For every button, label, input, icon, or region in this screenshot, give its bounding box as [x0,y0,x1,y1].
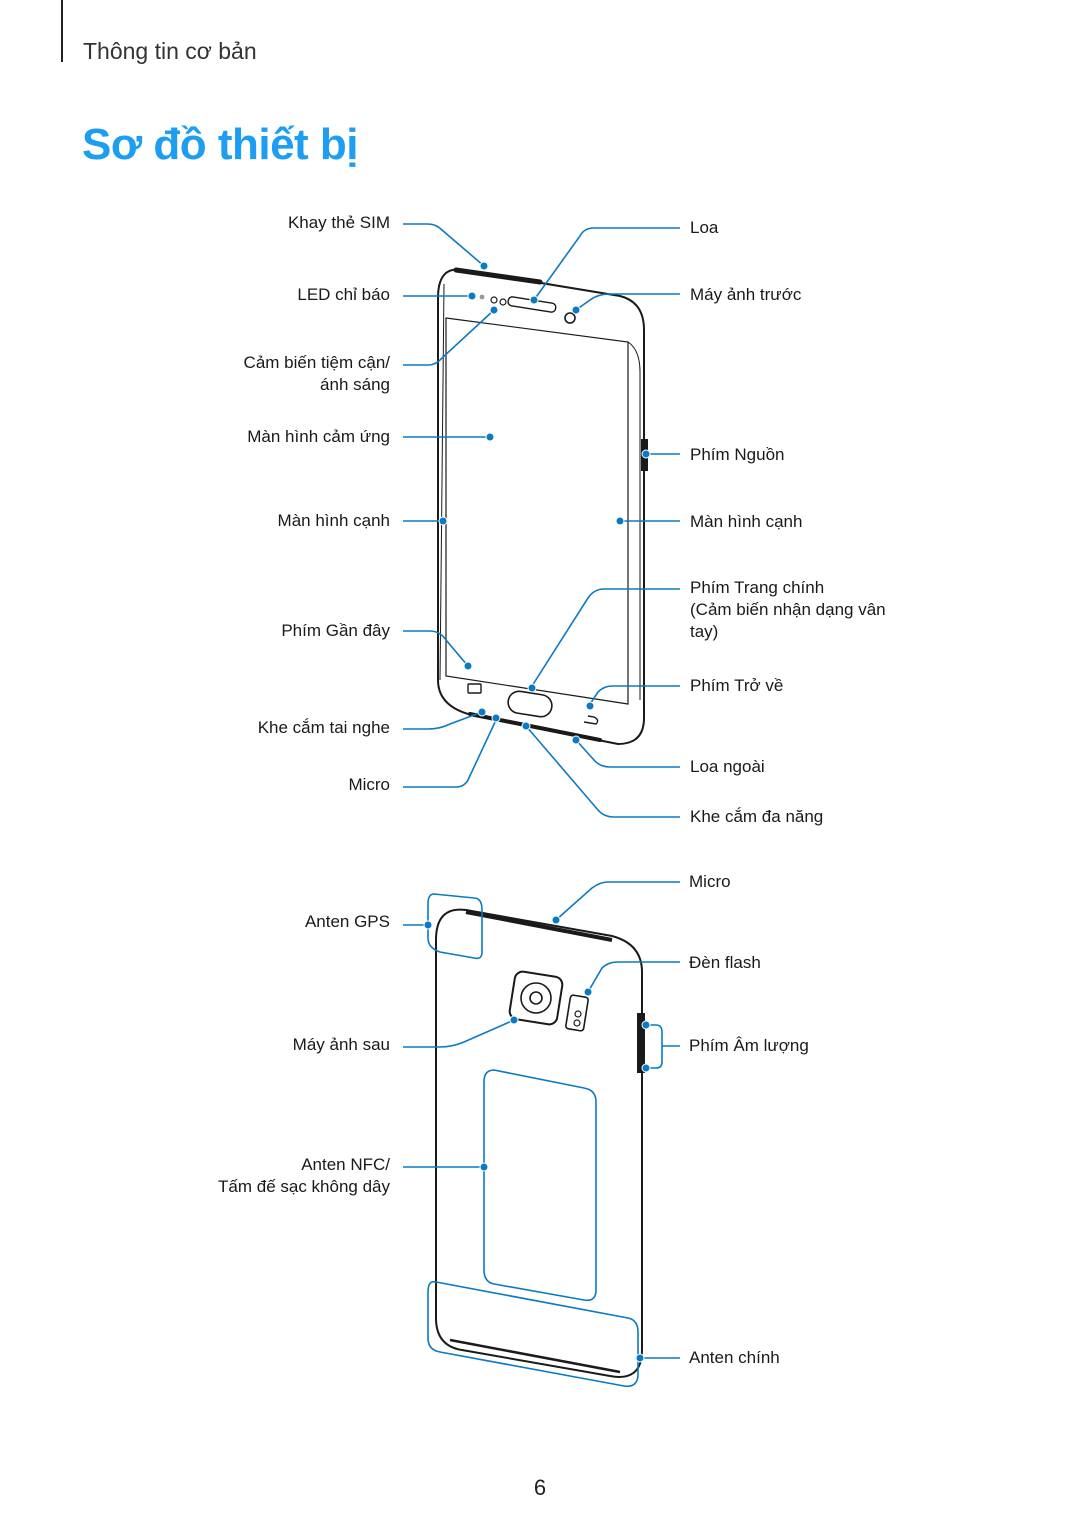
front-phone-inner-edge [439,283,445,681]
front-phone [437,267,648,746]
callout-nfc-region [483,1069,597,1302]
callout-headset [403,711,483,730]
label-sim-tray: Khay thẻ SIM [287,213,390,232]
callout-mic-top [555,881,680,921]
front-top-edge [453,267,543,285]
label-home-3: tay) [690,622,719,641]
back-phone-bottom-edge [449,1338,621,1374]
page-title: Sơ đồ thiết bị [82,120,359,169]
label-proximity-2: ánh sáng [320,375,390,394]
label-mic-top: Micro [689,872,731,891]
back-key-icon [583,715,599,725]
label-volume-key: Phím Âm lượng [689,1036,809,1055]
callout-front-camera [575,293,680,311]
label-edge-right: Màn hình cạnh [690,512,803,531]
callout-mic-bottom [403,719,497,788]
label-front-camera: Máy ảnh trước [690,285,802,304]
callout-volume [646,1024,663,1069]
page-number: 6 [533,1475,547,1500]
flash-dot-1 [574,1010,582,1018]
back-phone [435,908,645,1378]
label-recents: Phím Gần đây [281,621,390,640]
section-title: Thông tin cơ bản [83,38,257,64]
label-gps-antenna: Anten GPS [304,912,390,931]
label-rear-camera: Máy ảnh sau [292,1035,390,1054]
callout-back [589,685,680,705]
label-headset-jack: Khe cắm tai nghe [257,718,390,737]
front-edge-curve-right [627,341,641,700]
header-rule [61,0,63,62]
label-nfc-1: Anten NFC/ [301,1155,390,1174]
flash-dot-2 [573,1019,581,1027]
back-phone-body [435,908,643,1378]
label-external-speaker: Loa ngoài [690,757,765,776]
callout-speaker [533,227,680,301]
front-phone-body [437,268,645,746]
callout-main-antenna-region [427,1280,639,1388]
rear-camera-lens [529,991,543,1005]
rear-camera-ring [520,982,552,1014]
label-nfc-2: Tấm đế sạc không dây [218,1177,390,1196]
callout-sim [403,223,485,267]
label-home-2: (Cảm biến nhận dạng vân [690,600,886,619]
callout-external-speaker [575,739,680,768]
label-back-key: Phím Trở về [690,676,784,695]
label-edge-left: Màn hình cạnh [277,511,390,530]
callout-gps-region [427,893,483,960]
callout-proximity [403,309,495,366]
callouts [403,223,680,1388]
callout-flash [587,961,680,993]
label-touchscreen: Màn hình cảm ứng [247,427,390,446]
label-main-antenna: Anten chính [689,1348,780,1367]
front-camera-lens [564,312,576,324]
sensor-dot-2 [499,298,507,306]
callout-dots [423,261,651,1363]
back-phone-top-edge [465,910,613,942]
callout-rear-camera [403,1019,515,1048]
rear-camera-housing [508,970,564,1026]
label-led: LED chỉ báo [297,285,390,304]
label-flash: Đèn flash [689,953,761,972]
label-multipurpose-jack: Khe cắm đa năng [690,807,824,826]
front-screen [445,317,629,705]
recents-key-icon [467,683,482,694]
callout-home [531,588,680,687]
label-home-1: Phím Trang chính [690,578,825,597]
callout-multipurpose [525,725,680,818]
callout-recents [403,630,469,667]
sensor-dot-1 [490,296,498,304]
flash-module [565,994,589,1032]
label-speaker: Loa [690,218,719,237]
label-proximity-1: Cảm biến tiệm cận/ [243,353,390,372]
label-power-key: Phím Nguồn [690,445,785,464]
volume-key-bump [637,1013,645,1073]
home-key [507,690,553,718]
led-dot [479,294,485,300]
label-mic-bottom: Micro [348,775,390,794]
